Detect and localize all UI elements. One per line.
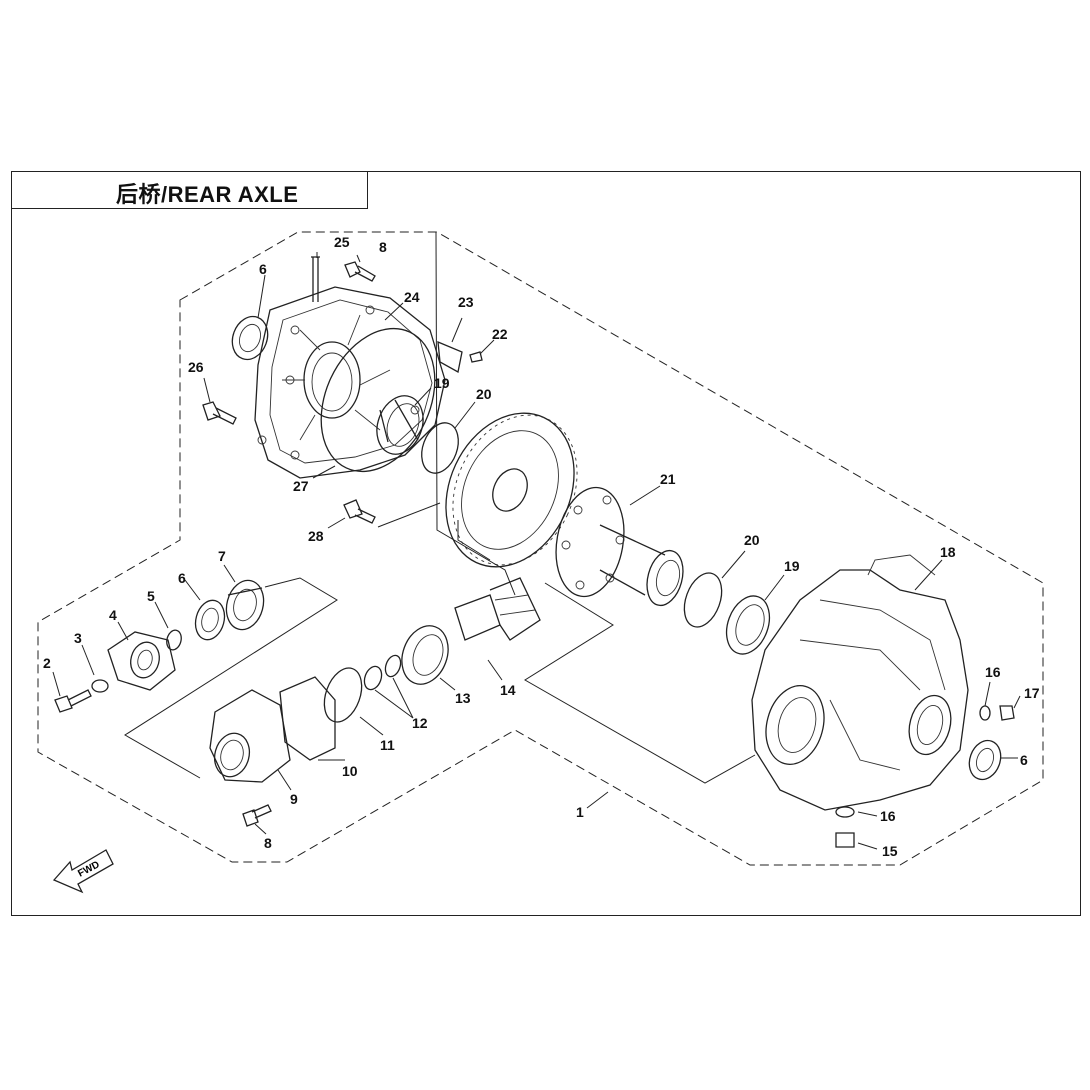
callout-15: 15 bbox=[882, 843, 898, 859]
title-box bbox=[11, 171, 368, 209]
callout-20: 20 bbox=[476, 386, 492, 402]
callout-6: 6 bbox=[1020, 752, 1028, 768]
drive-flange bbox=[107, 631, 176, 691]
differential-case bbox=[555, 486, 684, 607]
bearing bbox=[401, 625, 449, 685]
screw bbox=[469, 351, 483, 363]
fwd-label: FWD bbox=[76, 859, 101, 879]
assembly-outline bbox=[37, 231, 1044, 866]
pinion-gear bbox=[454, 577, 541, 641]
axle-cover bbox=[254, 286, 446, 479]
gasket bbox=[279, 676, 336, 761]
callout-13: 13 bbox=[455, 690, 471, 706]
callout-10: 10 bbox=[342, 763, 358, 779]
oil-seal bbox=[194, 599, 226, 641]
diagram-title: 后桥/REAR AXLE bbox=[116, 182, 299, 207]
ring-gear bbox=[445, 412, 578, 568]
callout-28: 28 bbox=[308, 528, 324, 544]
callout-18: 18 bbox=[940, 544, 956, 560]
callout-19: 19 bbox=[434, 375, 450, 391]
callout-26: 26 bbox=[188, 359, 204, 375]
fwd-arrow: FWD bbox=[52, 849, 114, 894]
washer bbox=[979, 705, 991, 721]
oil-seal bbox=[231, 315, 269, 361]
bolt bbox=[344, 261, 376, 282]
o-ring bbox=[320, 327, 436, 473]
callout-3: 3 bbox=[74, 630, 82, 646]
stud bbox=[311, 256, 320, 302]
callout-8: 8 bbox=[379, 239, 387, 255]
callout-19: 19 bbox=[784, 558, 800, 574]
shim-ring bbox=[384, 654, 402, 678]
callout-7: 7 bbox=[218, 548, 226, 564]
callout-5: 5 bbox=[147, 588, 155, 604]
callout-6: 6 bbox=[259, 261, 267, 277]
bolt bbox=[202, 401, 237, 425]
callout-labels: 25 8 6 24 23 22 26 19 20 27 21 28 20 19 … bbox=[43, 234, 1040, 859]
shim-ring bbox=[363, 665, 383, 691]
bolt bbox=[343, 499, 376, 524]
o-ring bbox=[683, 572, 723, 628]
callout-16: 16 bbox=[985, 664, 1001, 680]
o-ring bbox=[323, 667, 363, 723]
bearing bbox=[376, 395, 424, 455]
bolt bbox=[54, 689, 92, 713]
callout-24: 24 bbox=[404, 289, 420, 305]
washer bbox=[91, 679, 109, 693]
bolt bbox=[242, 804, 272, 827]
axle-housing bbox=[751, 554, 969, 811]
callout-23: 23 bbox=[458, 294, 474, 310]
callout-27: 27 bbox=[293, 478, 309, 494]
callout-21: 21 bbox=[660, 471, 676, 487]
callout-14: 14 bbox=[500, 682, 516, 698]
snap-ring bbox=[166, 629, 182, 651]
pinion-housing bbox=[209, 689, 291, 783]
callout-11: 11 bbox=[380, 737, 395, 753]
oil-seal bbox=[968, 739, 1002, 781]
callout-2: 2 bbox=[43, 655, 51, 671]
callout-9: 9 bbox=[290, 791, 298, 807]
leader-lines bbox=[52, 231, 1021, 850]
callout-22: 22 bbox=[492, 326, 508, 342]
callout-4: 4 bbox=[109, 607, 117, 623]
callout-20: 20 bbox=[744, 532, 760, 548]
washer bbox=[835, 806, 855, 818]
diagram-frame bbox=[11, 171, 1081, 916]
bearing bbox=[225, 579, 265, 631]
callout-1: 1 bbox=[576, 804, 584, 820]
callout-17: 17 bbox=[1024, 685, 1040, 701]
drain-plug bbox=[999, 705, 1015, 721]
callout-6: 6 bbox=[178, 570, 186, 586]
bracket bbox=[437, 340, 463, 374]
bearing bbox=[725, 595, 771, 655]
callout-8: 8 bbox=[264, 835, 272, 851]
drain-plug bbox=[835, 832, 855, 848]
callout-16: 16 bbox=[880, 808, 896, 824]
callout-25: 25 bbox=[334, 234, 350, 250]
o-ring bbox=[421, 422, 459, 474]
callout-12: 12 bbox=[412, 715, 428, 731]
